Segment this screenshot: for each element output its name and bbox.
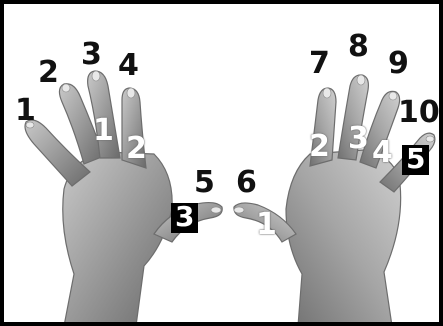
overlay-number-right-middle: 3 xyxy=(348,124,369,154)
finger-number-left-middle: 3 xyxy=(81,40,102,70)
overlay-number-right-thumb: 1 xyxy=(256,210,277,240)
overlay-number-left-middle: 1 xyxy=(93,116,114,146)
boxed-number-right-pinky: 5 xyxy=(402,145,429,175)
overlay-number-right-ring: 4 xyxy=(372,138,393,168)
overlay-number-right-index: 2 xyxy=(309,132,330,162)
overlay-number-left-ring: 2 xyxy=(126,134,147,164)
finger-number-left-index: 4 xyxy=(118,51,139,81)
left-hand xyxy=(25,71,222,326)
boxed-number-left-thumb: 3 xyxy=(171,203,198,233)
finger-number-left-pinky: 1 xyxy=(15,96,36,126)
finger-number-right-ring: 9 xyxy=(388,49,409,79)
finger-number-left-ring: 2 xyxy=(38,58,59,88)
finger-number-left-thumb: 5 xyxy=(194,168,215,198)
finger-number-right-thumb: 6 xyxy=(236,168,257,198)
finger-number-right-index: 7 xyxy=(309,49,330,79)
finger-number-right-middle: 8 xyxy=(348,32,369,62)
finger-number-right-pinky: 10 xyxy=(398,98,440,128)
